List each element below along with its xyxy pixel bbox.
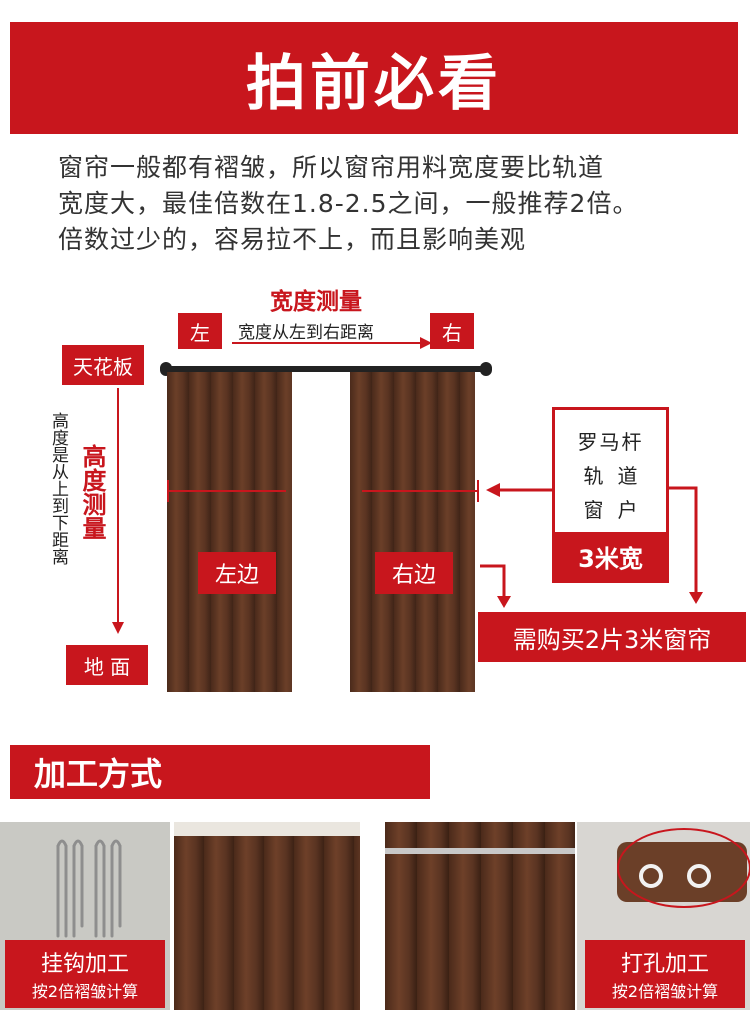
width-measure-line	[167, 480, 479, 502]
width-arrow-icon	[232, 337, 432, 349]
hook-curtain-photo	[174, 822, 360, 1010]
left-curtain-panel	[167, 372, 292, 692]
rod-finial	[480, 362, 492, 376]
track-width-label: 3米宽	[555, 532, 666, 580]
hook-label: 挂钩加工	[40, 952, 129, 977]
track-info-box: 罗马杆 轨道 窗户 3米宽	[552, 407, 669, 583]
floor-tag: 地 面	[66, 645, 148, 685]
grommet-label: 打孔加工	[620, 952, 709, 977]
width-measure-desc: 宽度从左到右距离	[238, 323, 374, 343]
right-side-tag: 右边	[375, 552, 453, 594]
left-tag: 左	[178, 313, 222, 349]
height-arrow-icon	[112, 388, 124, 634]
hook-note: 按2倍褶皱计算	[31, 982, 139, 1001]
left-arrow-icon	[486, 483, 554, 497]
hook-icon	[56, 839, 122, 938]
highlight-circle	[617, 828, 750, 908]
track-line-window: 窗户	[583, 498, 652, 522]
intro-text: 窗帘一般都有褶皱，所以窗帘用料宽度要比轨道 宽度大，最佳倍数在1.8-2.5之间…	[58, 150, 718, 258]
intro-line: 宽度大，最佳倍数在1.8-2.5之间，一般推荐2倍。	[58, 189, 639, 218]
intro-line: 倍数过少的，容易拉不上，而且影响美观	[58, 225, 527, 254]
buy-note: 需购买2片3米窗帘	[478, 612, 746, 662]
width-measure-title: 宽度测量	[270, 289, 362, 315]
height-desc: 高度是从上到下距离	[48, 412, 68, 565]
ceiling-tag: 天花板	[62, 345, 144, 385]
track-line-rod: 罗马杆	[577, 430, 644, 454]
hook-caption: 挂钩加工 按2倍褶皱计算	[5, 940, 165, 1008]
process-section-header: 加工方式	[10, 745, 430, 799]
intro-line: 窗帘一般都有褶皱，所以窗帘用料宽度要比轨道	[58, 153, 605, 182]
page-title: 拍前必看	[246, 48, 502, 119]
grommet-note: 按2倍褶皱计算	[611, 982, 719, 1001]
process-title: 加工方式	[34, 755, 163, 793]
track-line-rail: 轨道	[583, 464, 652, 488]
left-side-tag: 左边	[198, 552, 276, 594]
down-arrow-icon	[666, 486, 703, 604]
down-arrow-icon	[480, 564, 511, 608]
width-value: 宽3米	[292, 482, 343, 504]
right-curtain-panel	[350, 372, 475, 692]
right-tag: 右	[430, 313, 474, 349]
grommet-caption: 打孔加工 按2倍褶皱计算	[585, 940, 745, 1008]
curtain-rod	[165, 366, 487, 372]
grommet-curtain-photo	[385, 822, 575, 1010]
height-measure-title: 高度测量	[78, 444, 106, 540]
page-title-banner: 拍前必看	[10, 22, 738, 134]
